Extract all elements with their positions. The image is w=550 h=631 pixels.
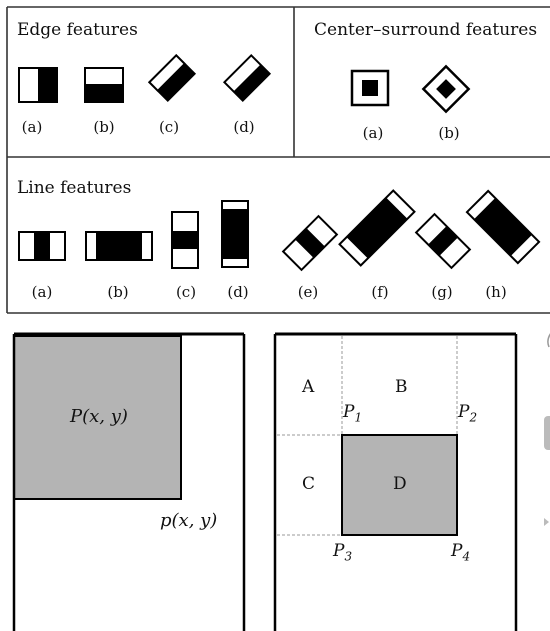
line-label-h: (h) — [485, 283, 507, 301]
line-feature-e — [281, 214, 339, 272]
features-panel-frame — [6, 6, 550, 314]
line-feature-h — [465, 189, 541, 265]
edge-features-title: Edge features — [17, 20, 138, 40]
region-sum-label: P(x, y) — [70, 406, 128, 427]
edge-feature-d — [222, 53, 272, 103]
line-label-f: (f) — [371, 283, 389, 301]
line-label-b: (b) — [107, 283, 129, 301]
line-feature-f — [338, 189, 416, 267]
line-feature-a — [18, 231, 66, 261]
point-p1-label: P1 — [343, 402, 363, 425]
center-label-a: (a) — [362, 124, 384, 142]
right-edge-fragments — [544, 333, 550, 526]
point-p4-label: P4 — [451, 541, 471, 564]
integral-image-left — [12, 332, 246, 631]
center-surround-feature-b — [421, 64, 471, 114]
integral-image-right — [273, 332, 518, 631]
edge-label-c: (c) — [158, 118, 180, 136]
line-features-title: Line features — [17, 178, 132, 198]
point-label: p(x, y) — [160, 510, 218, 531]
point-p2-label: P2 — [458, 402, 478, 425]
edge-feature-a — [18, 67, 58, 103]
line-label-c: (c) — [175, 283, 197, 301]
edge-feature-c — [147, 53, 197, 103]
line-feature-c — [171, 211, 199, 269]
region-d-label: D — [393, 474, 407, 494]
edge-label-d: (d) — [233, 118, 255, 136]
line-feature-g — [414, 212, 472, 270]
edge-label-b: (b) — [93, 118, 115, 136]
line-label-a: (a) — [31, 283, 53, 301]
line-feature-b — [85, 231, 153, 261]
center-label-b: (b) — [438, 124, 460, 142]
point-p3-label: P3 — [333, 541, 353, 564]
edge-feature-b — [84, 67, 124, 103]
region-a-label: A — [302, 377, 315, 397]
line-label-e: (e) — [297, 283, 319, 301]
line-label-g: (g) — [431, 283, 453, 301]
edge-label-a: (a) — [21, 118, 43, 136]
line-feature-d — [221, 200, 249, 268]
center-surround-title: Center–surround features — [314, 20, 538, 40]
center-surround-feature-a — [350, 69, 390, 107]
region-b-label: B — [395, 377, 408, 397]
line-label-d: (d) — [227, 283, 249, 301]
region-c-label: C — [302, 474, 316, 494]
